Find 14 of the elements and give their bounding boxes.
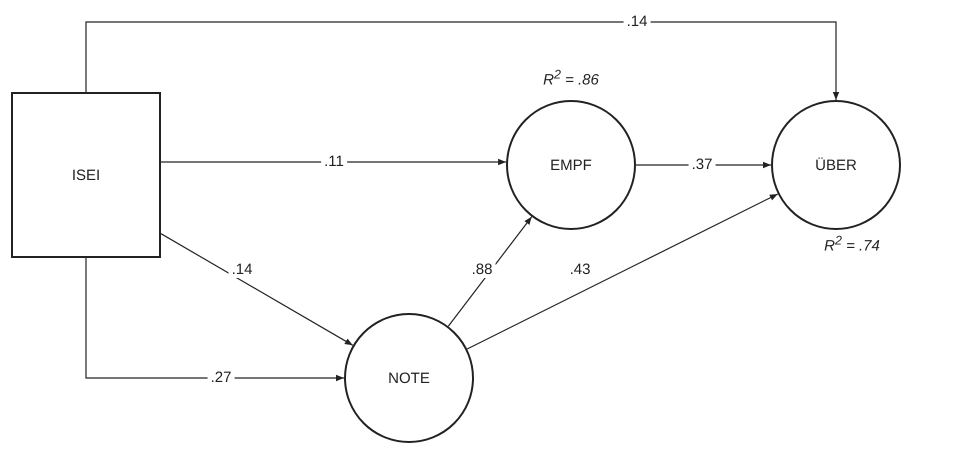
variable-name: EMPF bbox=[550, 156, 592, 174]
path-arrow bbox=[85, 258, 344, 382]
r-squared-label: R$^{2}$ = .86 bbox=[543, 68, 599, 88]
r-squared-label: R$^{2}$ = .74 bbox=[824, 234, 880, 254]
variable-name: ISEI bbox=[72, 166, 100, 184]
path-coefficient: .14 bbox=[228, 262, 256, 278]
path-arrow bbox=[448, 216, 532, 327]
path-arrow bbox=[85, 21, 840, 100]
variable-name: NOTE bbox=[388, 370, 430, 386]
path-arrow bbox=[466, 193, 778, 350]
observed-variable-box bbox=[11, 92, 161, 258]
variable-name: ÜBER bbox=[815, 156, 857, 174]
path-arrow bbox=[160, 233, 354, 346]
path-arrow bbox=[161, 158, 506, 166]
